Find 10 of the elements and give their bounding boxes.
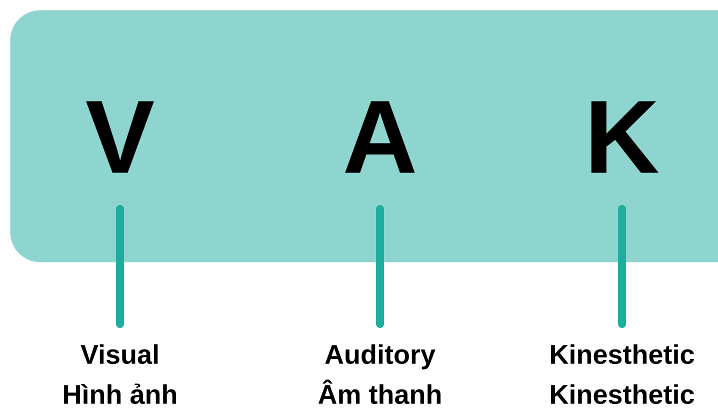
leader-line [376, 204, 384, 328]
label-text: Visual Hình ảnh [64, 344, 176, 404]
leader-line [116, 204, 124, 328]
leader-line [618, 204, 626, 328]
letter: A [345, 101, 415, 173]
rounded-band [10, 10, 718, 262]
letter: K [591, 101, 659, 173]
label-text: Auditory Âm thanh [318, 344, 441, 404]
label-text: Kinesthetic Kinesthetic [551, 344, 694, 404]
letter: V [86, 101, 154, 173]
